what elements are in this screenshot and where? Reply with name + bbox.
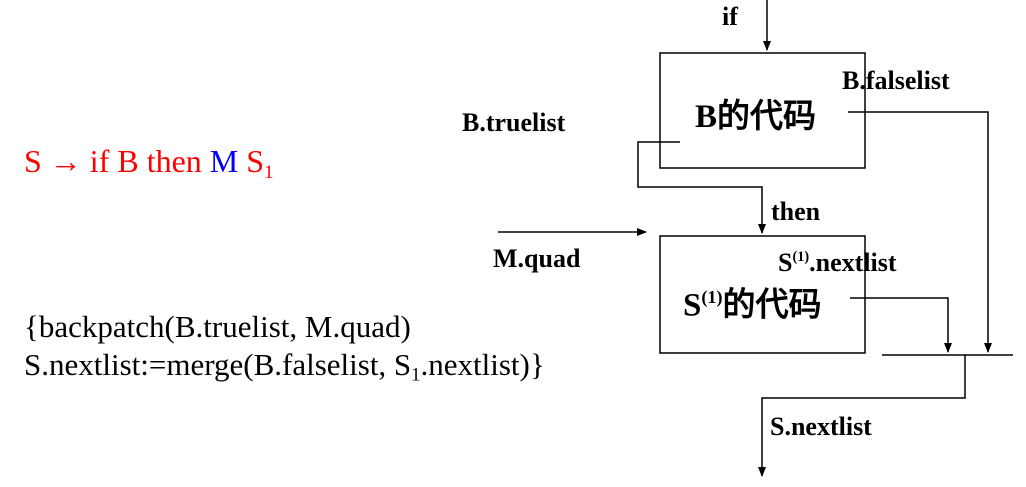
- m-quad-label: M.quad: [493, 244, 581, 273]
- s1-code-sup: (1): [701, 287, 723, 307]
- s1-code-s: S: [683, 287, 702, 324]
- s1-code-box: [659, 235, 866, 354]
- rule-s-sub: 1: [264, 161, 274, 183]
- action-line2-pre: S.nextlist:=merge(B.falselist, S: [24, 347, 412, 382]
- production-rule: S → if B then M S1: [24, 145, 274, 182]
- rule-then: then: [146, 143, 202, 179]
- rule-if: if: [89, 143, 110, 179]
- semantic-action-line2: S.nextlist:=merge(B.falselist, S1.nextli…: [24, 349, 545, 385]
- rule-arrow: →: [49, 143, 82, 179]
- s-nextlist-label: S.nextlist: [770, 412, 872, 441]
- s1-nextlist-rest: .nextlist: [809, 248, 897, 277]
- then-label: then: [771, 197, 821, 226]
- s1-nextlist-s: S: [778, 248, 793, 277]
- action-line2-post: .nextlist)}: [420, 347, 545, 382]
- b-falselist-label: B.falselist: [842, 66, 950, 95]
- rule-b: B: [117, 143, 139, 179]
- rule-m: M: [209, 143, 239, 179]
- b-code-box: [659, 52, 866, 169]
- merge-to-nextlist-path: [758, 355, 966, 477]
- s1-nextlist-label: S(1).nextlist: [778, 250, 897, 276]
- rule-s: S: [246, 143, 265, 179]
- semantic-action-line1: {backpatch(B.truelist, M.quad): [24, 309, 411, 344]
- s1-nextlist-path: [850, 297, 952, 353]
- s1-code-rest: 的代码: [722, 287, 822, 324]
- b-truelist-label: B.truelist: [462, 108, 566, 137]
- b-code-text: B的代码: [695, 99, 817, 135]
- s1-code-text: S(1)的代码: [683, 288, 822, 323]
- truelist-path: [637, 141, 766, 234]
- falselist-path: [848, 111, 992, 353]
- action-line2-sub: 1: [411, 364, 421, 386]
- s1-nextlist-sup: (1): [792, 249, 810, 265]
- rule-s1: S1: [246, 143, 273, 182]
- rule-lhs: S: [24, 143, 42, 179]
- if-label: if: [722, 2, 738, 31]
